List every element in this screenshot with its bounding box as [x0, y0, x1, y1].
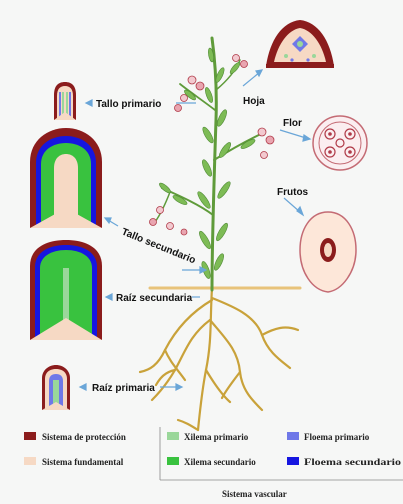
fruit-illustration: [300, 212, 356, 292]
legend-label-xylem-secondary: Xilema secundario: [184, 457, 256, 467]
legend-swatch-xylem-secondary: [167, 457, 179, 465]
legend-label-phloem-primary: Floema primario: [304, 432, 370, 442]
secondary-stem-section-illustration: [30, 128, 102, 228]
legend-swatch-protection: [24, 432, 36, 440]
leaves: [158, 48, 256, 280]
legend-label-phloem-secondary: Floema secundario: [304, 457, 402, 467]
legend-group-title: Sistema vascular: [222, 489, 287, 499]
label-frutos: Frutos: [277, 187, 309, 198]
label-raiz-primaria: Raíz primaria: [92, 383, 155, 394]
label-tallo-primario: Tallo primario: [96, 99, 161, 110]
legend-label-xylem-primary: Xilema primario: [184, 432, 249, 442]
label-raiz-secundaria: Raíz secundaria: [116, 293, 193, 304]
legend-swatch-fundamental: [24, 457, 36, 465]
legend-label-protection: Sistema de protección: [42, 432, 126, 442]
leaf-section-illustration: [266, 20, 334, 68]
legend: Sistema de protección Sistema fundamenta…: [24, 427, 403, 499]
flowers: [150, 55, 275, 236]
secondary-root-section-illustration: [30, 240, 102, 340]
primary-stem-section-illustration: [54, 82, 76, 120]
label-hoja: Hoja: [243, 96, 265, 107]
legend-swatch-phloem-primary: [287, 432, 299, 440]
legend-swatch-xylem-primary: [167, 432, 179, 440]
primary-root-section-illustration: [42, 365, 70, 410]
leader-lines: [80, 70, 310, 390]
label-flor: Flor: [283, 118, 302, 129]
legend-label-fundamental: Sistema fundamental: [42, 457, 124, 467]
legend-swatch-phloem-secondary: [287, 457, 299, 465]
flower-section-illustration: [313, 116, 367, 170]
root-system: [140, 288, 300, 430]
